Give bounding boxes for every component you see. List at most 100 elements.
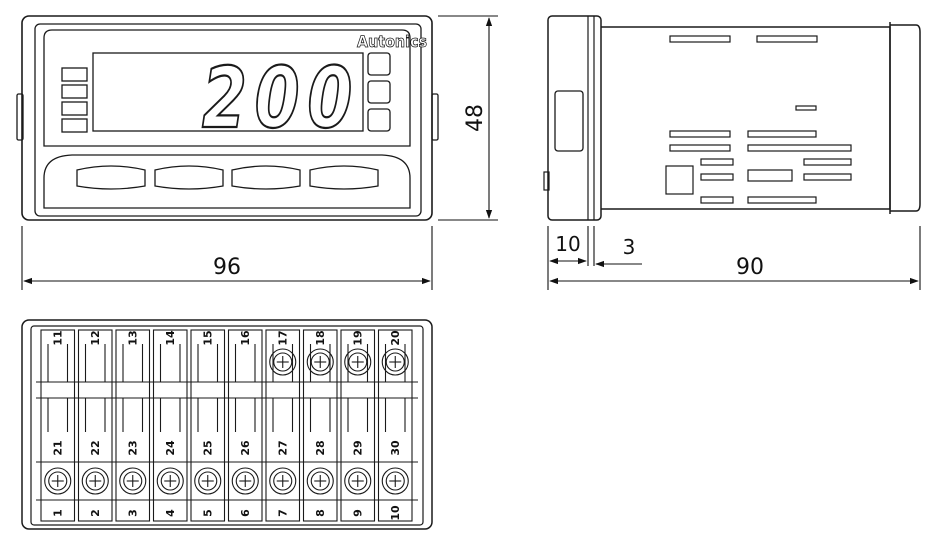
left-latch xyxy=(16,93,24,141)
terminal-label-25: 25 xyxy=(201,440,214,455)
height-dimension xyxy=(438,15,498,221)
side-bezel xyxy=(547,15,602,221)
status-indicator-2 xyxy=(367,80,391,104)
brand-logo: Autonics xyxy=(357,32,427,51)
terminal-label-4: 4 xyxy=(164,509,177,517)
terminal-column xyxy=(115,329,151,522)
terminal-column xyxy=(77,329,113,522)
lcd-window xyxy=(92,52,364,132)
terminal-column xyxy=(340,329,376,522)
vent-slot xyxy=(700,173,734,181)
vent-slot xyxy=(803,158,852,166)
front-key-3[interactable] xyxy=(231,165,301,190)
rear-cap xyxy=(890,24,921,212)
terminal-label-15: 15 xyxy=(201,330,214,345)
vent-slot xyxy=(700,196,734,204)
terminal-screw xyxy=(156,467,184,495)
indicator-lamp-2 xyxy=(61,84,88,99)
terminal-screw xyxy=(381,467,409,495)
terminal-label-21: 21 xyxy=(51,440,64,455)
rear-frame-outer xyxy=(21,319,433,530)
terminal-screw xyxy=(306,467,334,495)
gap-label: 3 xyxy=(623,235,636,259)
vent-slot xyxy=(756,35,818,43)
front-bezel-inner xyxy=(34,23,422,217)
status-indicator-3 xyxy=(367,108,391,132)
width-dimension-label: 96 xyxy=(213,255,241,280)
terminal-screw xyxy=(81,467,109,495)
status-indicator-1 xyxy=(367,52,391,76)
vent-slot xyxy=(747,169,793,182)
terminal-label-29: 29 xyxy=(351,440,364,455)
terminal-screw xyxy=(231,467,259,495)
terminal-column xyxy=(302,329,338,522)
vent-slot xyxy=(747,196,817,204)
front-view xyxy=(16,15,439,221)
terminal-label-30: 30 xyxy=(389,440,402,456)
right-latch xyxy=(431,93,439,141)
terminal-label-8: 8 xyxy=(314,509,327,517)
terminal-label-19: 19 xyxy=(351,330,364,345)
terminal-column xyxy=(227,329,263,522)
terminal-label-22: 22 xyxy=(89,440,102,455)
terminal-label-13: 13 xyxy=(126,330,139,345)
terminal-column xyxy=(190,329,226,522)
terminal-screw xyxy=(119,467,147,495)
terminal-label-14: 14 xyxy=(164,330,177,346)
terminal-label-10: 10 xyxy=(389,505,402,521)
vent-slot xyxy=(669,35,731,43)
terminal-label-11: 11 xyxy=(51,330,64,345)
side-housing xyxy=(601,26,891,210)
terminal-label-28: 28 xyxy=(314,440,327,455)
front-key-4[interactable] xyxy=(309,165,379,190)
terminal-column xyxy=(377,329,413,522)
terminal-screw xyxy=(306,348,334,376)
body-depth-label: 90 xyxy=(736,255,764,280)
terminal-label-18: 18 xyxy=(314,330,327,345)
terminal-screw xyxy=(194,467,222,495)
terminal-column xyxy=(265,329,301,522)
terminal-screw xyxy=(269,467,297,495)
indicator-lamp-4 xyxy=(61,118,88,133)
vent-slot xyxy=(700,158,734,166)
terminal-label-24: 24 xyxy=(164,440,177,456)
display-panel xyxy=(43,29,411,147)
terminal-label-23: 23 xyxy=(126,440,139,455)
indicator-lamp-3 xyxy=(61,101,88,116)
width-dimension xyxy=(21,226,433,290)
side-view xyxy=(543,15,921,221)
vent-slot xyxy=(747,144,852,152)
terminal-label-26: 26 xyxy=(239,440,252,456)
indicator-lamp-1 xyxy=(61,67,88,82)
depth-dimensions xyxy=(547,226,921,290)
side-button-edge xyxy=(543,171,550,191)
terminal-label-6: 6 xyxy=(239,509,252,517)
terminal-label-2: 2 xyxy=(89,509,102,517)
vent-slot xyxy=(669,130,731,138)
rear-view xyxy=(21,319,433,530)
bezel-depth-label: 10 xyxy=(555,232,580,256)
terminal-screw xyxy=(269,348,297,376)
vent-slot xyxy=(669,144,731,152)
terminal-screw xyxy=(344,467,372,495)
side-latch xyxy=(554,90,584,152)
front-key-1[interactable] xyxy=(76,165,146,190)
terminal-column xyxy=(152,329,188,522)
terminal-label-16: 16 xyxy=(239,330,252,346)
height-dimension-label: 48 xyxy=(463,104,488,132)
display-reading: 200 xyxy=(202,49,360,147)
terminal-label-17: 17 xyxy=(276,330,289,345)
terminal-column xyxy=(40,329,76,522)
button-panel xyxy=(43,154,411,209)
terminal-screw xyxy=(344,348,372,376)
terminal-label-27: 27 xyxy=(276,440,289,455)
side-label-square xyxy=(665,165,694,195)
vent-slot xyxy=(747,130,817,138)
vent-slot xyxy=(803,173,852,181)
vent-slot xyxy=(795,105,817,111)
rear-frame-inner xyxy=(30,325,424,526)
front-key-2[interactable] xyxy=(154,165,224,190)
terminal-label-1: 1 xyxy=(51,509,64,517)
terminal-screw xyxy=(381,348,409,376)
